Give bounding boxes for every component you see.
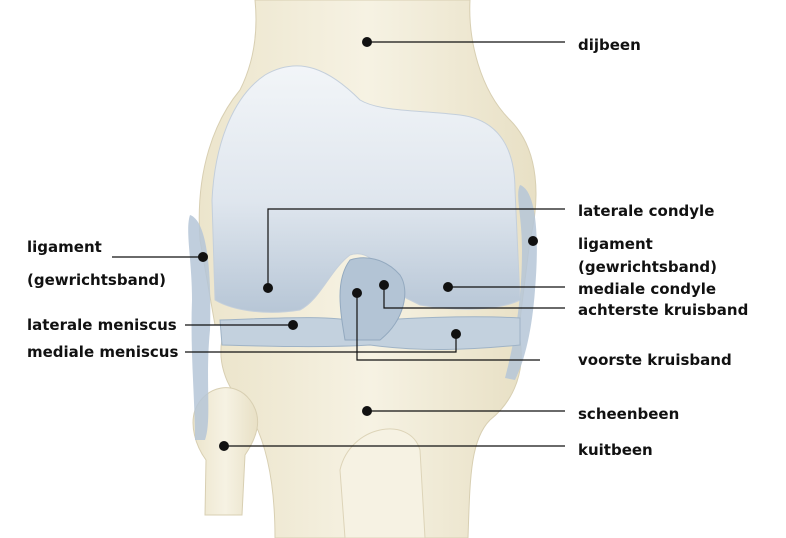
femoral-cartilage	[211, 65, 521, 313]
svg-text:ligament: ligament	[578, 235, 653, 253]
label-mediale-condyle: mediale condyle	[443, 280, 716, 298]
label-scheenbeen: scheenbeen	[362, 405, 679, 423]
label-dijbeen: dijbeen	[362, 36, 641, 54]
svg-text:mediale meniscus: mediale meniscus	[27, 343, 178, 361]
label-laterale-condyle: laterale condyle	[263, 202, 714, 293]
svg-text:scheenbeen: scheenbeen	[578, 405, 679, 423]
label-ligament-left: ligament (gewrichtsband)	[27, 238, 208, 289]
label-kuitbeen: kuitbeen	[219, 441, 653, 459]
svg-text:ligament: ligament	[27, 238, 102, 256]
cruciate-ligaments	[339, 257, 406, 341]
svg-text:(gewrichtsband): (gewrichtsband)	[578, 258, 717, 276]
svg-text:voorste kruisband: voorste kruisband	[578, 351, 732, 369]
svg-text:laterale meniscus: laterale meniscus	[27, 316, 177, 334]
svg-text:achterste kruisband: achterste kruisband	[578, 301, 748, 319]
label-mediale-meniscus: mediale meniscus	[27, 329, 461, 361]
svg-text:mediale condyle: mediale condyle	[578, 280, 716, 298]
lateral-ligament	[188, 215, 211, 440]
svg-text:laterale condyle: laterale condyle	[578, 202, 714, 220]
label-laterale-meniscus: laterale meniscus	[27, 316, 298, 334]
svg-text:(gewrichtsband): (gewrichtsband)	[27, 271, 166, 289]
label-achterste-kruisband: achterste kruisband	[379, 280, 748, 319]
svg-text:dijbeen: dijbeen	[578, 36, 641, 54]
fibula-bone	[192, 387, 259, 516]
label-ligament-right: ligament (gewrichtsband)	[528, 235, 717, 276]
svg-text:kuitbeen: kuitbeen	[578, 441, 653, 459]
label-voorste-kruisband: voorste kruisband	[352, 288, 732, 369]
medial-ligament	[505, 185, 537, 380]
